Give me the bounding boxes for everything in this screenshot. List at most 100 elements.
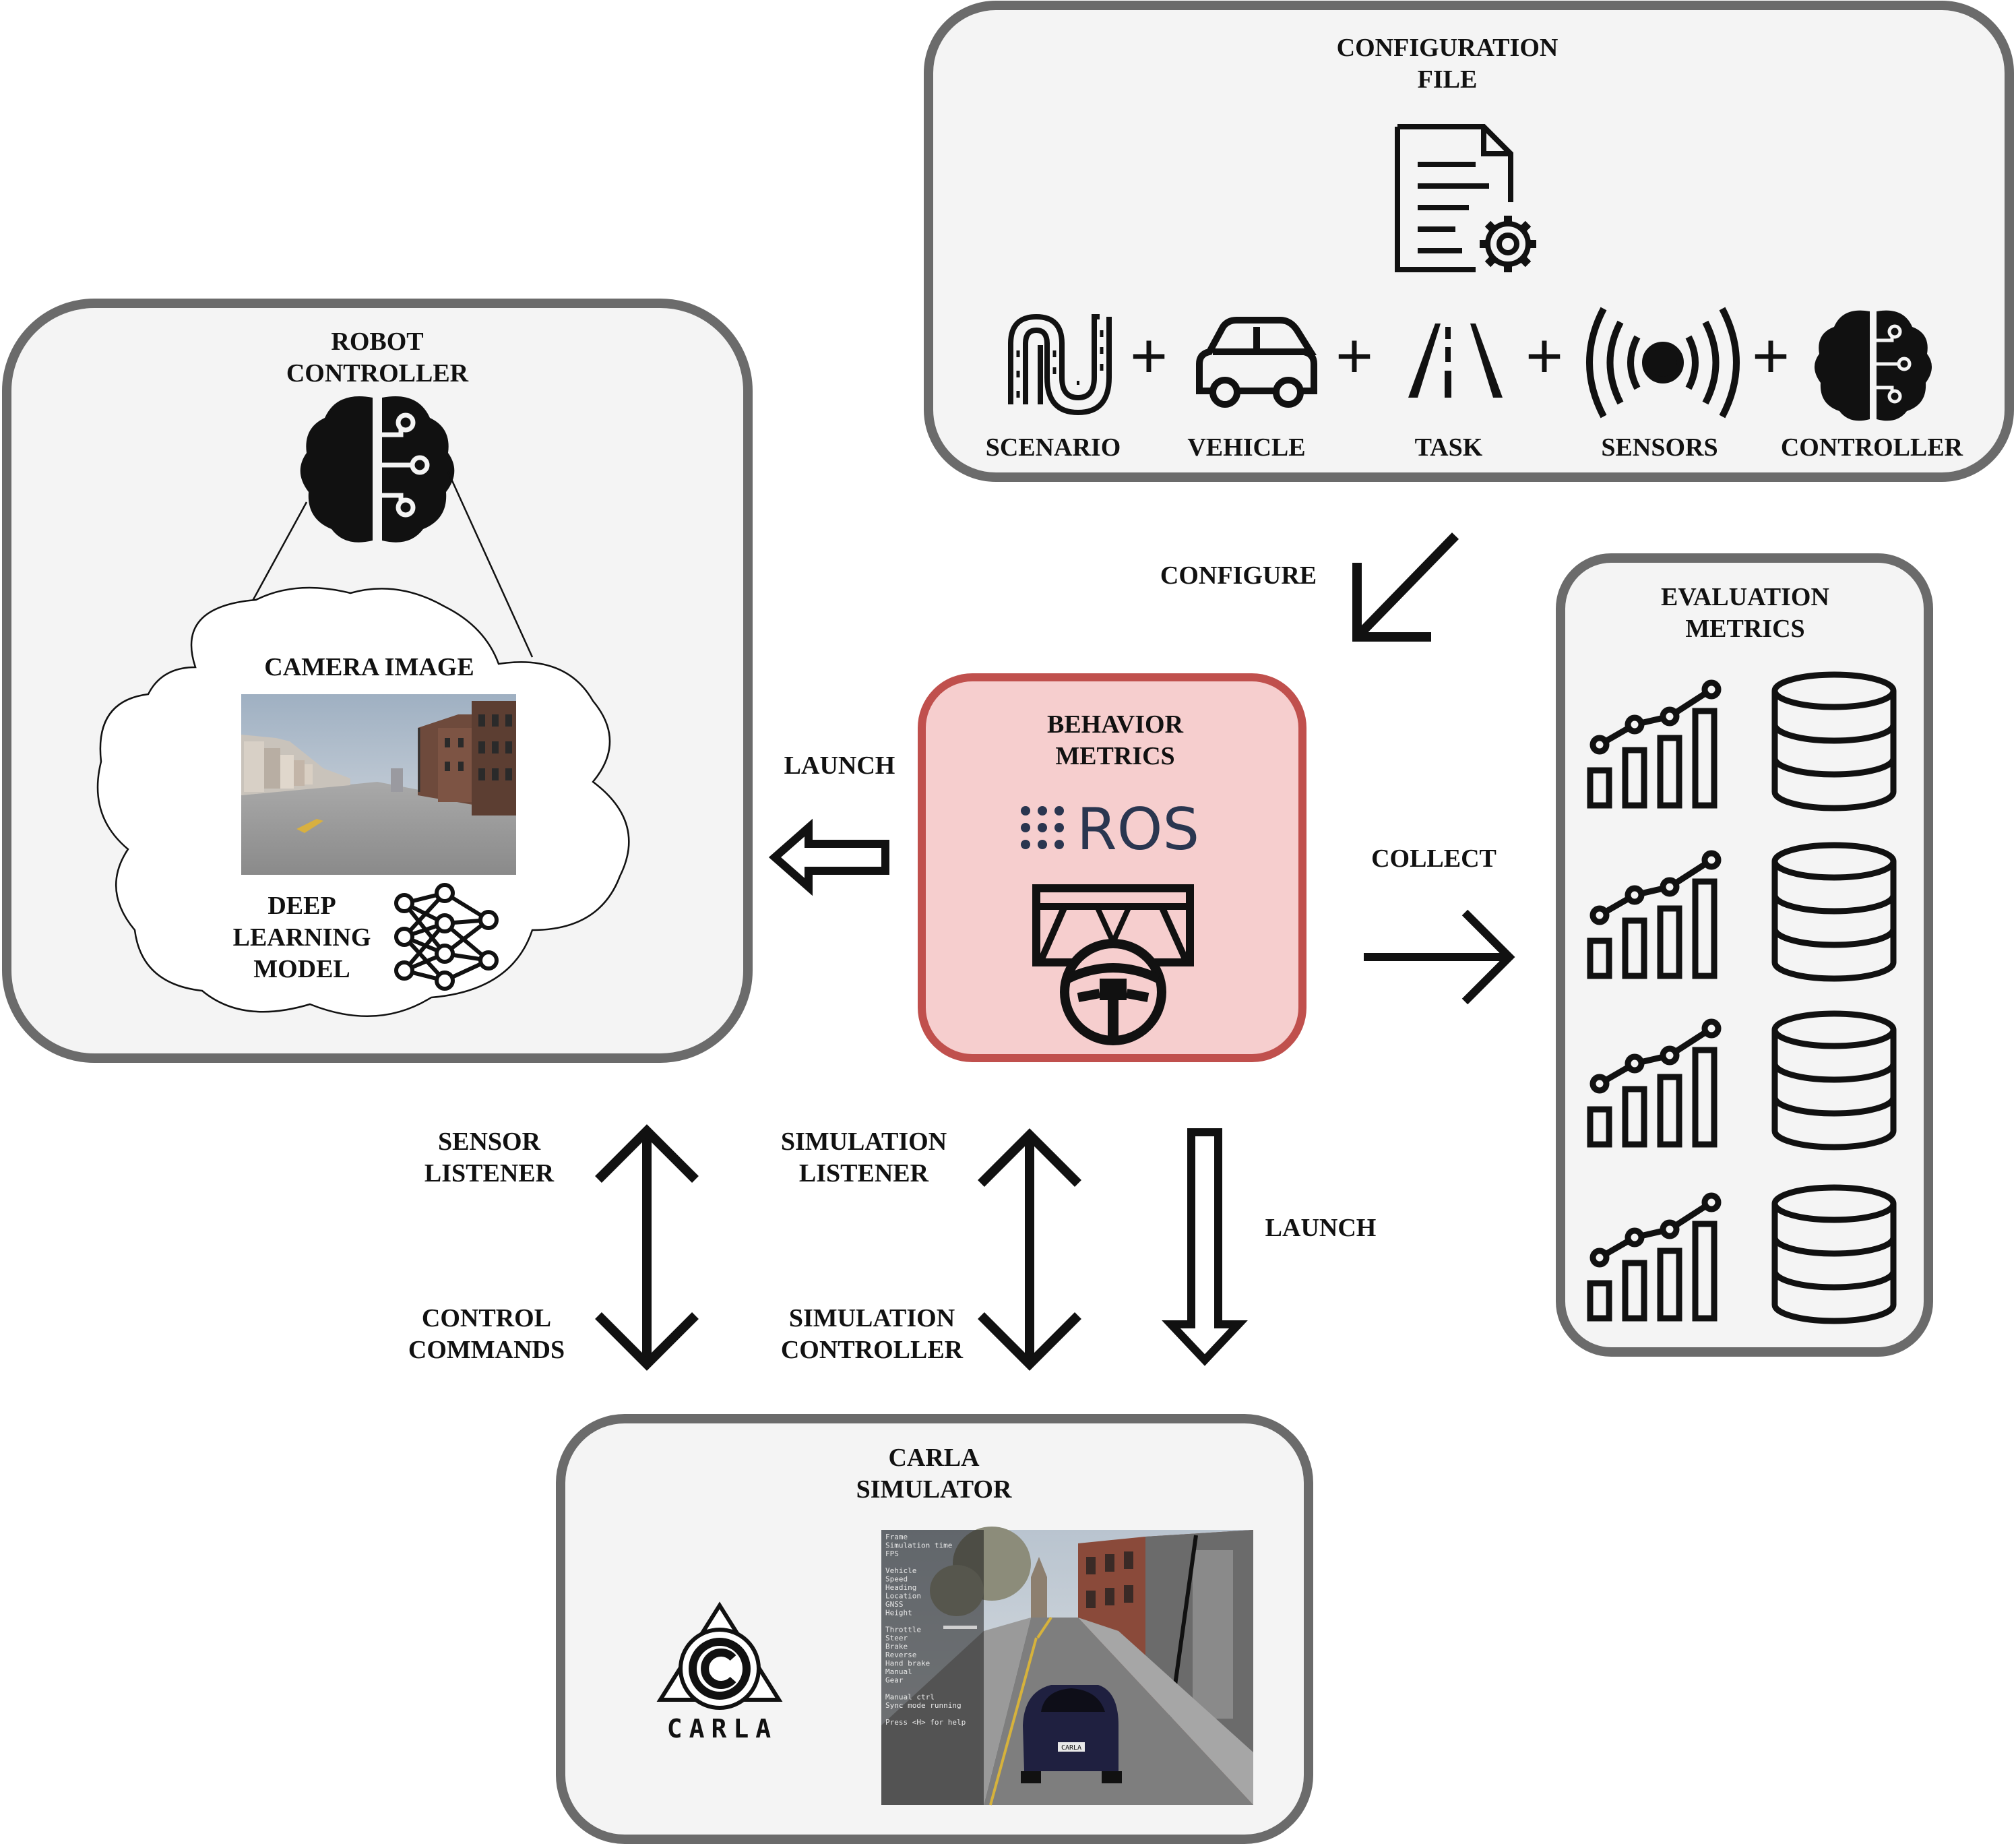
database-icon [1771,1184,1897,1324]
sensor-listener-label-line1: SENSOR [438,1128,541,1156]
sensor-signal-icon [1586,307,1740,419]
hud-line: Manual ctrl [885,1693,935,1702]
bar-chart-icon [1587,1192,1722,1322]
hud-line: Sync mode running [885,1701,962,1710]
collect-label: COLLECT [1371,844,1497,873]
hud-line: Heading [885,1583,916,1592]
carla-logo-icon: CARLA [656,1601,783,1744]
controller-label: CONTROLLER [1781,433,1963,462]
vehicle-label: VEHICLE [1187,433,1305,462]
road-icon [1408,324,1503,398]
model-label-line2: LEARNING [233,923,371,952]
control-commands-label-line1: CONTROL [422,1304,551,1332]
plus-sign: + [1525,319,1564,394]
connector-line [243,501,308,617]
evaluation-title-line1: EVALUATION [1661,583,1829,611]
robot-controller-title-line1: ROBOT [331,328,423,356]
evaluation-title-line2: METRICS [1685,615,1804,643]
plus-sign: + [1130,319,1168,394]
configuration-title-line2: FILE [1418,65,1478,94]
launch-left-arrow [768,818,889,896]
brain-circuit-icon [300,396,455,543]
model-label-line3: MODEL [253,955,350,983]
launch-left-label: LAUNCH [784,751,895,780]
behavior-metrics-title-line1: BEHAVIOR [1047,710,1184,739]
ros-logo: ROS [1021,796,1199,863]
behavior-metrics-box: BEHAVIOR METRICS ROS [918,673,1306,1062]
bar-chart-icon [1587,1018,1722,1148]
carla-title-line2: SIMULATOR [856,1475,1012,1504]
evaluation-rows [1587,671,1897,1324]
plus-sign: + [1752,319,1790,394]
evaluation-row [1587,842,1897,982]
hud-line: Simulation time [885,1541,952,1550]
task-label: TASK [1415,433,1483,462]
configure-arrow [1352,532,1459,642]
hud-line: Hand brake [885,1659,930,1668]
car-icon [1196,317,1317,408]
robot-controller-box: ROBOT CONTROLLER CAMERA IMAGE [2,299,753,1063]
hud-line: Frame [885,1533,908,1541]
control-commands-label-line2: COMMANDS [408,1336,565,1364]
camera-image-label: CAMERA IMAGE [264,653,474,681]
simulation-listener-label-line2: LISTENER [799,1159,929,1188]
hud-line: Throttle [885,1626,921,1634]
plus-sign: + [1335,319,1374,394]
license-plate: CARLA [1061,1744,1081,1752]
launch-down-arrow [1162,1128,1248,1366]
bar-chart-icon [1587,679,1722,809]
hud-line: Steer [885,1634,908,1642]
brain-circuit-icon [1814,310,1932,421]
carla-simulator-box: CARLA SIMULATOR CARLA [556,1414,1313,1844]
carla-logo-text: CARLA [667,1714,778,1744]
configure-label: CONFIGURE [1160,561,1317,590]
hud-line: Brake [885,1642,908,1651]
simulation-listener-label-line1: SIMULATION [781,1128,947,1156]
simulation-controller-label-line2: CONTROLLER [781,1336,964,1364]
config-document-gear-icon [1395,124,1536,272]
ros-dots-icon [1021,806,1064,849]
database-icon [1771,671,1897,811]
behavior-metrics-title-line2: METRICS [1055,742,1174,770]
track-icon [1008,313,1112,416]
neural-network-icon [394,883,499,991]
evaluation-row [1587,671,1897,811]
model-label-line1: DEEP [267,892,336,920]
hud-line: Location [885,1592,921,1601]
behavior-metrics-frame [918,673,1306,1062]
sensor-control-double-arrow [595,1124,699,1371]
ros-text: ROS [1077,796,1199,863]
hud-line: GNSS [885,1600,904,1609]
launch-down-label: LAUNCH [1265,1214,1377,1242]
sensors-label: SENSORS [1601,433,1718,462]
bar-chart-icon [1587,850,1722,979]
evaluation-metrics-frame [1556,553,1933,1357]
hud-line: Gear [885,1676,904,1685]
camera-image [241,694,516,875]
carla-title-line1: CARLA [888,1444,980,1472]
hud-line: Press <H> for help [885,1718,966,1727]
scenario-label: SCENARIO [986,433,1121,462]
simulation-controller-label-line1: SIMULATION [789,1304,955,1332]
hud-line: Height [885,1609,912,1618]
simulated-car: CARLA [1021,1685,1122,1783]
evaluation-row [1587,1010,1897,1150]
collect-arrow [1364,909,1515,1005]
hud-line: FPS [885,1549,899,1558]
database-icon [1771,1010,1897,1150]
robot-controller-title-line2: CONTROLLER [286,359,469,388]
database-icon [1771,842,1897,982]
steering-wheel-dashboard-icon [1032,884,1194,1045]
connector-line [447,471,534,658]
hud-panel [881,1530,984,1805]
hud-line: Vehicle [885,1566,916,1575]
configuration-file-box: CONFIGURATION FILE SCENARIO + [924,1,2014,482]
hud-line: Manual [885,1667,912,1676]
simulation-double-arrow [978,1128,1081,1371]
configuration-title-line1: CONFIGURATION [1337,34,1558,62]
hud-line: Speed [885,1575,908,1584]
evaluation-metrics-box: EVALUATION METRICS [1556,553,1933,1357]
